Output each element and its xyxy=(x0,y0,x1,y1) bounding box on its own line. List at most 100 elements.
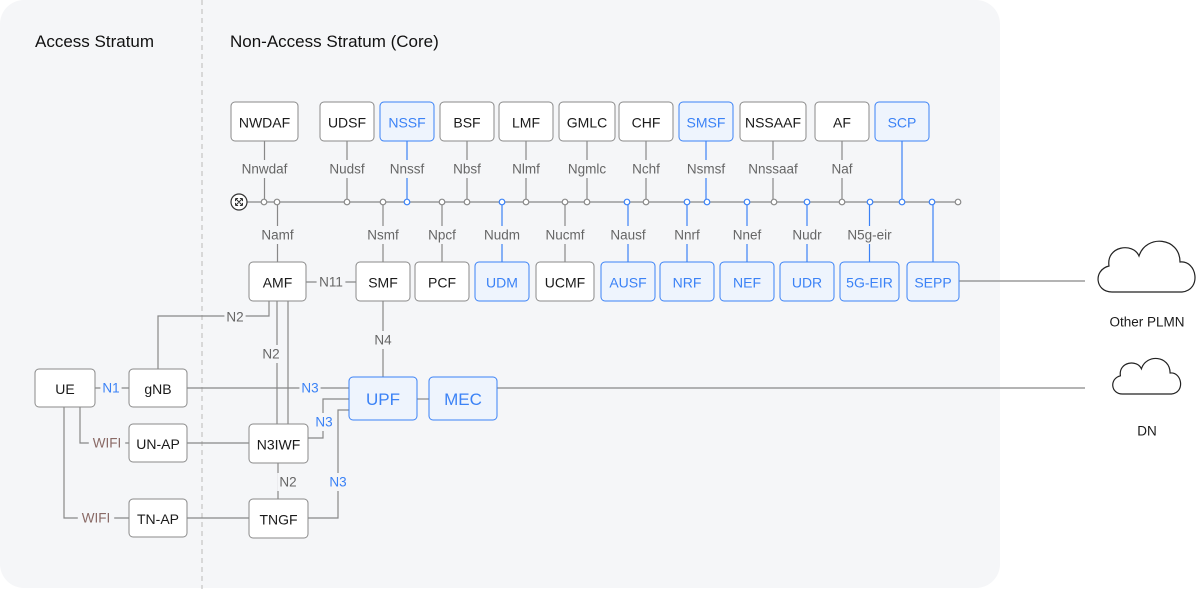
node-tn-ap-label: TN-AP xyxy=(137,511,179,527)
node-ue-box xyxy=(34,368,96,408)
node-mec[interactable]: MEC xyxy=(428,376,498,421)
iface-nausf-backdrop xyxy=(606,226,650,244)
nf-ausf[interactable]: AUSF xyxy=(600,261,656,302)
nf-udm-label: UDM xyxy=(486,275,518,291)
nf-smf[interactable]: SMF xyxy=(355,261,411,302)
nf-nrf[interactable]: NRF xyxy=(659,261,715,302)
bus-dot-nssf xyxy=(403,198,411,206)
nf-scp-label: SCP xyxy=(888,115,917,131)
iface-n5g-eir: N5g-eir xyxy=(847,228,892,243)
iface-nsmf: Nsmf xyxy=(367,228,399,243)
bus-dot-ausf xyxy=(623,198,631,206)
iface-nnef-backdrop xyxy=(728,226,766,244)
nf-nssf-box xyxy=(379,101,435,142)
ref-n3-n3iwf-backdrop xyxy=(313,413,335,431)
iface-namf: Namf xyxy=(261,228,294,243)
nf-udr[interactable]: UDR xyxy=(779,261,835,302)
nf-af-label: AF xyxy=(833,115,851,131)
nf-gmlc[interactable]: GMLC xyxy=(558,101,616,142)
nf-scp[interactable]: SCP xyxy=(874,101,930,142)
node-tngf[interactable]: TNGF xyxy=(248,498,309,539)
network-dn-cloud-icon xyxy=(1112,357,1182,395)
iface-nnssaaf: Nnssaaf xyxy=(748,162,798,177)
nf-nssaaf-box xyxy=(739,101,807,142)
nf-af-box xyxy=(814,101,870,142)
ref-n2-gnb: N2 xyxy=(226,310,243,325)
nf-pcf[interactable]: PCF xyxy=(414,261,470,302)
ref-n3-tngf: N3 xyxy=(329,475,346,490)
network-dn-label: DN xyxy=(1137,424,1157,439)
nf-amf-label: AMF xyxy=(263,275,293,291)
ref-n11-backdrop xyxy=(316,273,346,291)
nf-udsf[interactable]: UDSF xyxy=(319,101,375,142)
nf-nef[interactable]: NEF xyxy=(719,261,775,302)
node-upf[interactable]: UPF xyxy=(348,376,418,421)
ref-wifi-tn-ap-backdrop xyxy=(77,509,115,527)
nf-amf[interactable]: AMF xyxy=(248,261,307,302)
bus-dot-chf xyxy=(642,198,650,206)
nf-udm[interactable]: UDM xyxy=(474,261,530,302)
nf-bsf[interactable]: BSF xyxy=(439,101,495,142)
bus-dot-udsf xyxy=(343,198,351,206)
node-mec-box xyxy=(428,376,498,421)
nf-sepp-box xyxy=(906,261,960,302)
bus-dot-udr xyxy=(803,198,811,206)
node-gnb[interactable]: gNB xyxy=(128,368,188,408)
nf-sepp[interactable]: SEPP xyxy=(906,261,960,302)
ref-wifi-un-ap: WIFI xyxy=(93,436,122,451)
bus-dot-udm xyxy=(498,198,506,206)
ref-n2-tngf: N2 xyxy=(279,475,296,490)
nf-chf[interactable]: CHF xyxy=(618,101,674,142)
node-tngf-box xyxy=(248,498,309,539)
nf-smsf[interactable]: SMSF xyxy=(678,101,734,142)
nf-5g-eir[interactable]: 5G-EIR xyxy=(839,261,900,302)
link-tngf-upf xyxy=(308,409,349,519)
nf-ucmf-label: UCMF xyxy=(545,275,585,291)
nf-pcf-label: PCF xyxy=(428,275,456,291)
nf-nssf[interactable]: NSSF xyxy=(379,101,435,142)
nf-nssaaf[interactable]: NSSAAF xyxy=(739,101,807,142)
nf-nwdaf-box xyxy=(230,101,299,142)
bus-end-dot xyxy=(954,198,962,206)
nf-smf-box xyxy=(355,261,411,302)
iface-nlmf: Nlmf xyxy=(512,162,540,177)
iface-nudr-backdrop xyxy=(788,226,826,244)
node-tn-ap[interactable]: TN-AP xyxy=(128,498,188,538)
ref-n3-n3iwf: N3 xyxy=(315,415,332,430)
nf-smf-label: SMF xyxy=(368,275,398,291)
node-n3iwf-box xyxy=(248,423,309,464)
nf-nrf-box xyxy=(659,261,715,302)
iface-nnssf: Nnssf xyxy=(390,162,425,177)
node-n3iwf[interactable]: N3IWF xyxy=(248,423,309,464)
nf-nwdaf[interactable]: NWDAF xyxy=(230,101,299,142)
nf-ausf-box xyxy=(600,261,656,302)
nf-5g-eir-label: 5G-EIR xyxy=(846,275,893,291)
nf-nssaaf-label: NSSAAF xyxy=(745,115,801,131)
nf-af[interactable]: AF xyxy=(814,101,870,142)
iface-nnrf-backdrop xyxy=(668,226,706,244)
nf-udm-box xyxy=(474,261,530,302)
ref-n3-gnb-backdrop xyxy=(299,379,321,397)
node-un-ap[interactable]: UN-AP xyxy=(128,423,188,463)
nf-ausf-label: AUSF xyxy=(609,275,646,291)
bus-dot-bsf xyxy=(463,198,471,206)
iface-nlmf-backdrop xyxy=(507,160,545,178)
bus-dot-amf xyxy=(273,198,281,206)
nf-amf-box xyxy=(248,261,307,302)
iface-nbsf: Nbsf xyxy=(453,162,481,177)
iface-nudsf-backdrop xyxy=(325,160,369,178)
iface-ngmlc-backdrop xyxy=(565,160,609,178)
iface-nucmf-backdrop xyxy=(543,226,587,244)
node-ue[interactable]: UE xyxy=(34,368,96,408)
ref-n11: N11 xyxy=(319,275,343,290)
ref-n1: N1 xyxy=(102,381,119,396)
iface-nnef: Nnef xyxy=(733,228,762,243)
nf-ucmf[interactable]: UCMF xyxy=(535,261,595,302)
link-amf-gnb xyxy=(157,301,270,369)
bus-dot-smsf xyxy=(703,198,711,206)
nf-bsf-box xyxy=(439,101,495,142)
iface-nudm-backdrop xyxy=(483,226,521,244)
iface-nnwdaf: Nnwdaf xyxy=(242,162,288,177)
access-stratum-title: Access Stratum xyxy=(35,32,154,51)
nf-lmf[interactable]: LMF xyxy=(498,101,554,142)
